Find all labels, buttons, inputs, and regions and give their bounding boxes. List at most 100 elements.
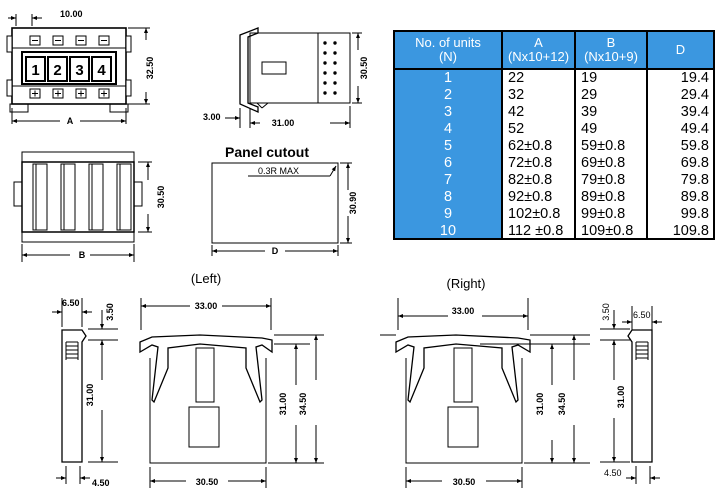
units-cell: 9 [443,206,453,222]
right-clip-width: 33.00 [452,306,475,316]
width-b-label: B [79,250,86,260]
left-body [139,298,324,488]
right-view-title: (Right) [446,276,485,291]
unit-number-3: 3 [75,62,83,79]
right-top-offset: 3.50 [601,303,611,321]
d-cell: 99.8 [680,206,709,222]
units-cell: 7 [443,172,453,188]
b-cell: 89±0.8 [581,189,626,205]
units-cell: 8 [443,189,453,205]
radius-note: 0.3R MAX [258,166,299,176]
d-cell: 19.4 [680,70,709,86]
a-cell: 52 [508,121,525,137]
left-profile-height: 31.00 [85,384,95,407]
d-header: D [648,32,713,70]
panel-cutout-title: Panel cutout [225,144,309,160]
a-cell: 42 [508,104,525,120]
d-cell: 79.8 [680,172,709,188]
units-cell: 4 [443,121,453,137]
d-header-line1: D [675,42,686,57]
a-cell: 112 ±0.8 [508,223,564,239]
units-header-line2: (N) [438,49,458,64]
side-height-dimension: 30.50 [359,57,369,80]
left-total-height: 34.50 [298,393,308,416]
left-body-height: 31.00 [278,393,288,416]
right-profile [600,306,662,484]
left-body-width: 30.50 [196,477,219,487]
front-view-top [6,14,150,124]
front-height-dimension: 32.50 [145,57,155,80]
a-cell: 72±0.8 [508,155,553,171]
units-cell: 5 [443,138,453,154]
d-cell: 89.8 [680,189,709,205]
units-cell: 6 [443,155,453,171]
b-header-line2: (Nx10+9) [584,49,638,64]
unit-number-1: 1 [31,62,39,79]
d-cell: 69.8 [680,155,709,171]
b-cell: 69±0.8 [581,155,626,171]
left-profile [52,298,118,484]
units-cell: 1 [443,70,453,86]
b-cell: 49 [581,121,598,137]
unit-number-4: 4 [97,62,106,79]
pitch-dimension: 10.00 [60,9,83,19]
b-cell: 29 [581,87,598,103]
width-d-label: D [272,246,279,256]
b-cell: 19 [581,70,598,86]
bottom-view [13,151,152,262]
a-header-line1: A [534,35,543,50]
b-cell: 99±0.8 [581,206,626,222]
a-cell: 92±0.8 [508,189,553,205]
right-body [380,298,590,488]
units-cell: 10 [439,223,457,239]
a-header-line2: (Nx10+12) [507,49,570,64]
right-bottom-width: 4.50 [604,468,622,478]
b-cell: 79±0.8 [581,172,626,188]
left-clip-width: 33.00 [195,301,218,311]
side-view-top [225,27,362,128]
b-header-line1: B [606,35,616,50]
right-body-height: 31.00 [535,393,545,416]
a-cell: 32 [508,87,525,103]
cutout-height-dimension: 30.90 [348,192,358,215]
left-top-offset: 3.50 [105,303,115,321]
units-header-line1: No. of units [415,35,481,50]
a-header: A (Nx10+12) [503,32,574,70]
left-view-title: (Left) [191,271,221,286]
units-cell: 3 [443,104,453,120]
width-a-label: A [67,116,74,126]
d-cell: 59.8 [680,138,709,154]
a-cell: 102±0.8 [508,206,561,222]
left-bottom-width: 4.50 [92,478,110,488]
b-cell: 109±0.8 [581,223,634,239]
b-header: B (Nx10+9) [576,32,646,70]
right-profile-height: 31.00 [616,386,626,409]
right-profile-width: 6.50 [633,310,651,320]
bottom-height-dimension: 30.50 [156,186,166,209]
panel-cutout-outline [211,162,352,256]
side-offset-dimension: 3.00 [203,112,221,122]
d-cell: 49.4 [680,121,709,137]
units-header: No. of units (N) [395,32,501,70]
units-cell: 2 [443,87,453,103]
right-total-height: 34.50 [557,393,567,416]
b-cell: 59±0.8 [581,138,626,154]
a-cell: 82±0.8 [508,172,553,188]
d-cell: 29.4 [680,87,709,103]
b-cell: 39 [581,104,598,120]
a-cell: 22 [508,70,525,86]
a-cell: 62±0.8 [508,138,553,154]
right-body-width: 30.50 [453,477,476,487]
left-profile-width: 6.50 [62,298,80,308]
d-cell: 109.8 [672,223,709,239]
unit-number-2: 2 [53,62,61,79]
